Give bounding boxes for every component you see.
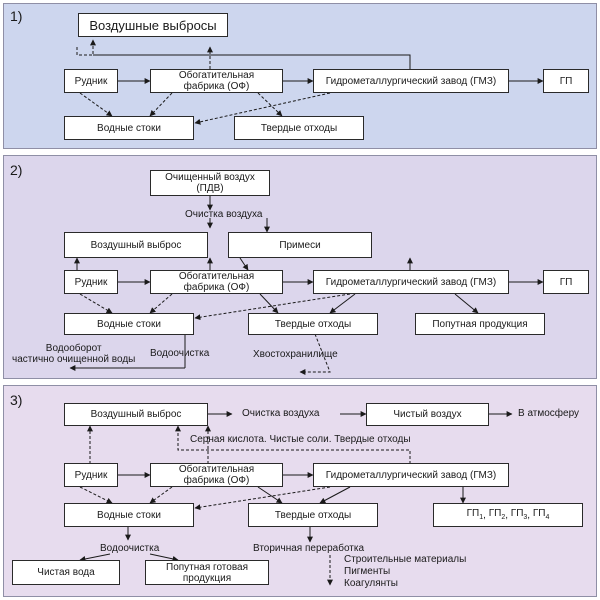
p3-water-treatment-label: Водоочистка <box>100 543 160 554</box>
p3-air-box: Воздушный выброс <box>64 403 208 426</box>
p2-solid-box: Твердые отходы <box>248 313 378 335</box>
p2-hmp-box: Гидрометаллургический завод (ГМЗ) <box>313 270 509 294</box>
p2-tailings-label: Хвостохранилище <box>253 349 338 360</box>
p3-building-label: Строительные материалы <box>344 554 467 565</box>
p3-clean-water-box: Чистая вода <box>12 560 120 585</box>
panel-2-number: 2) <box>10 162 23 178</box>
p3-gp-2: ГП2 <box>488 507 506 521</box>
p3-clean-air-box: Чистый воздух <box>366 403 489 426</box>
p2-byproduct-box: Попутная продукция <box>415 313 545 335</box>
p3-to-atmosphere-label: В атмосферу <box>518 408 580 419</box>
p3-water-box: Водные стоки <box>64 503 194 527</box>
p2-mine-box: Рудник <box>64 270 118 294</box>
p1-mine-box: Рудник <box>64 69 118 93</box>
p3-hmp-box: Гидрометаллургический завод (ГМЗ) <box>313 463 509 487</box>
p3-gp-3: ГП3 <box>510 507 528 521</box>
panel-3-number: 3) <box>10 392 23 408</box>
p3-pigments-label: Пигменты <box>344 566 391 577</box>
p2-impurities-box: Примеси <box>228 232 372 258</box>
p3-gp-1: ГП1 <box>466 507 484 521</box>
p3-plant-box: Обогатительная фабрика (ОФ) <box>150 463 283 487</box>
p3-secondary-label: Вторичная переработка <box>253 543 365 554</box>
p3-solid-box: Твердые отходы <box>248 503 378 527</box>
p1-water-box: Водные стоки <box>64 116 194 140</box>
p1-hmp-box: Гидрометаллургический завод (ГМЗ) <box>313 69 509 93</box>
p3-gp-4: ГП4 <box>532 507 550 521</box>
p3-mine-box: Рудник <box>64 463 118 487</box>
p2-air-box: Воздушный выброс <box>64 232 208 258</box>
p1-gp-box: ГП <box>543 69 589 93</box>
p1-solid-box: Твердые отходы <box>234 116 364 140</box>
p3-coagulants-label: Коагулянты <box>344 578 398 589</box>
p2-water-box: Водные стоки <box>64 313 194 335</box>
p3-air-cleaning-label: Очистка воздуха <box>242 408 320 419</box>
p3-ready-products-box: Попутная готовая продукция <box>145 560 269 585</box>
p2-water-treatment-label: Водоочистка <box>150 348 210 359</box>
p1-air-emissions-box: Воздушные выбросы <box>78 13 228 37</box>
p3-acid-label: Серная кислота. Чистые соли. Твердые отх… <box>190 434 411 445</box>
panel-1-number: 1) <box>10 8 23 24</box>
p2-air-cleaning-label: Очистка воздуха <box>185 209 263 220</box>
p3-gp-box: ГП1, ГП2, ГП3, ГП4 <box>433 503 583 527</box>
p2-clean-air-box: Очищенный воздух (ПДВ) <box>150 170 270 196</box>
p2-recycling-label: Водооборот частично очищенной воды <box>12 343 136 365</box>
p2-gp-box: ГП <box>543 270 589 294</box>
p2-plant-box: Обогатительная фабрика (ОФ) <box>150 270 283 294</box>
p1-plant-box: Обогатительная фабрика (ОФ) <box>150 69 283 93</box>
panel-2 <box>3 155 597 379</box>
